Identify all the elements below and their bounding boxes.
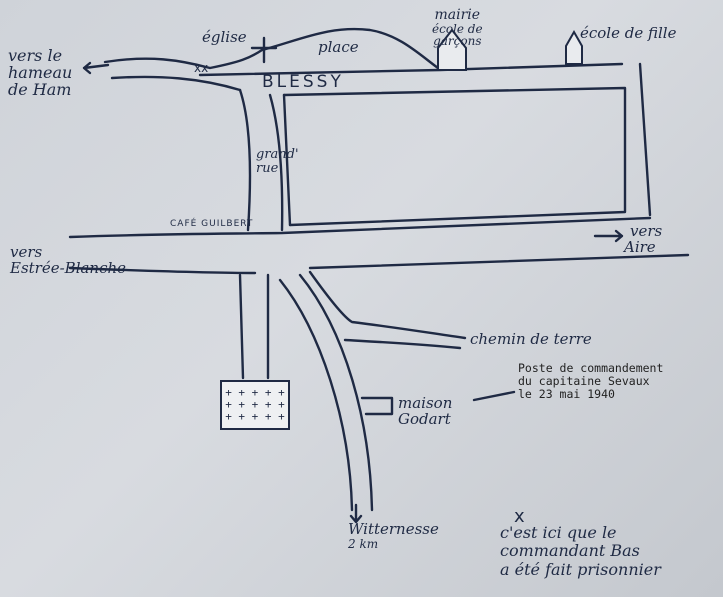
road-hill-place <box>260 27 440 70</box>
arrow-aire <box>593 229 624 243</box>
dirt-road-south <box>343 338 462 350</box>
road-to-hamlet-top <box>103 48 264 70</box>
label-witternesse: Witternesse 2 km <box>348 520 439 551</box>
label-town-hall: mairie école de garçons <box>432 8 483 48</box>
label-square: place <box>318 38 359 56</box>
label-to-aire-line1: vers <box>630 222 663 240</box>
road-south-left <box>238 273 245 380</box>
block-top <box>282 86 627 227</box>
label-double-cross-mark: xx <box>194 61 209 75</box>
arrow-hamlet <box>82 61 110 75</box>
label-house-line1: maison <box>398 394 453 412</box>
label-to-estree: vers Estrée-Blanche <box>10 243 127 277</box>
label-to-estree-line1: vers <box>10 243 43 261</box>
cemetery-graves: + + + + + + + + + + + + + + + <box>225 386 285 423</box>
road-outer-east <box>638 62 652 217</box>
label-house-godart: maison Godart <box>398 394 453 428</box>
grand-rue-right <box>268 93 284 232</box>
label-town-hall-line2: école de <box>432 21 483 36</box>
label-town-hall-line1: mairie <box>434 7 481 23</box>
road-top-line <box>198 62 624 77</box>
road-to-estree <box>68 266 257 275</box>
label-command-post-line2: du capitaine Sevaux <box>518 374 650 389</box>
label-house-line2: Godart <box>398 409 451 428</box>
label-to-hamlet: vers le hameau de Ham <box>8 46 73 99</box>
cemetery: + + + + + + + + + + + + + + + <box>220 380 290 430</box>
label-church: église <box>202 28 247 46</box>
command-post-pointer <box>472 390 516 402</box>
label-to-aire-line2: Aire <box>624 237 656 256</box>
label-to-hamlet-line3: de Ham <box>8 79 72 99</box>
label-dirt-road: chemin de terre <box>470 330 592 348</box>
grand-rue-left <box>238 88 252 232</box>
road-witternesse-right <box>298 273 374 512</box>
label-village-name: BLESSY <box>262 72 344 92</box>
label-main-street-line1: grand' <box>256 147 299 162</box>
label-to-estree-line2: Estrée-Blanche <box>10 258 127 277</box>
label-capture-note: c'est ici que le commandant Bas a été fa… <box>500 523 661 579</box>
label-town-hall-line3: garçons <box>433 34 482 49</box>
block-left <box>282 93 292 227</box>
town-hall-building <box>437 28 467 71</box>
label-cafe: CAFÉ GUILBERT <box>170 219 254 229</box>
label-command-post-line3: le 23 mai 1940 <box>518 387 615 402</box>
road-to-hamlet-bottom <box>110 75 242 92</box>
label-girls-school: école de fille <box>580 24 677 42</box>
church-cross-path <box>250 36 278 64</box>
label-main-street: grand' rue <box>256 148 299 175</box>
dirt-road-north <box>308 270 467 340</box>
label-to-hamlet-line1: vers le <box>8 46 63 65</box>
label-capture-line1: c'est ici que le <box>500 523 617 542</box>
label-capture-mark: x <box>514 506 525 527</box>
road-witternesse-left <box>278 278 354 512</box>
label-witternesse-line2: 2 km <box>348 536 379 551</box>
label-main-street-line2: rue <box>256 160 279 176</box>
label-to-hamlet-line2: hameau <box>8 62 73 82</box>
girls-school-building <box>565 29 583 65</box>
label-command-post-line1: Poste de commandement <box>518 361 664 375</box>
road-to-aire-lower <box>308 253 690 270</box>
label-to-aire: vers Aire <box>624 222 663 256</box>
road-cafe-upper <box>68 216 652 239</box>
arrow-witternesse <box>349 503 363 524</box>
label-witternesse-line1: Witternesse <box>348 520 439 538</box>
label-capture-line3: a été fait prisonnier <box>500 559 661 579</box>
label-capture-line2: commandant Bas <box>500 541 640 561</box>
house-godart <box>360 396 394 416</box>
label-command-post: Poste de commandement du capitaine Sevau… <box>518 361 664 402</box>
